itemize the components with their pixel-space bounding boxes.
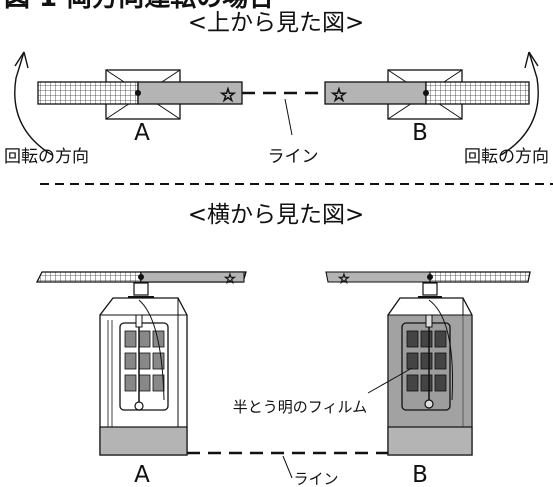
unit-b-top: ☆ bbox=[324, 69, 530, 120]
unit-a-side: ☆ bbox=[35, 271, 247, 456]
side-view-title: <横から見た図> bbox=[188, 202, 365, 228]
top-line-label: ライン bbox=[268, 147, 319, 167]
rotation-arrow-right bbox=[500, 51, 539, 156]
unit-a-top: ☆ bbox=[37, 69, 243, 120]
unit-b-grid-blade bbox=[425, 81, 530, 105]
film-label: 半とう明のフィルム bbox=[233, 398, 367, 416]
side-label-b: B bbox=[412, 462, 428, 487]
top-view-title: <上から見た図> bbox=[188, 10, 365, 36]
unit-b-side-star-icon: ☆ bbox=[338, 272, 350, 287]
side-line-leader bbox=[282, 455, 293, 479]
side-line-label: ライン bbox=[293, 470, 338, 487]
unit-a-grid-blade bbox=[37, 81, 139, 105]
unit-a-pivot bbox=[135, 90, 141, 96]
unit-b-pivot bbox=[423, 90, 429, 96]
top-label-b: B bbox=[412, 120, 428, 146]
top-label-a: A bbox=[134, 120, 150, 146]
side-label-a: A bbox=[134, 462, 150, 487]
rotation-label-right: 回転の方向 bbox=[464, 147, 549, 167]
unit-b-side: ☆ bbox=[325, 271, 531, 456]
heading-partial: 図 1 両方向運転の場合 bbox=[4, 0, 275, 13]
rotation-label-left: 回転の方向 bbox=[4, 147, 89, 167]
unit-a-side-star-icon: ☆ bbox=[224, 272, 236, 287]
unit-a-bottom-band bbox=[99, 426, 188, 456]
unit-a-star-icon: ☆ bbox=[220, 85, 236, 106]
film-leader bbox=[367, 367, 413, 394]
unit-b-side-blade bbox=[429, 271, 531, 283]
top-line-leader bbox=[284, 98, 293, 136]
unit-b-bottom-band bbox=[387, 426, 473, 456]
unit-b-star-icon: ☆ bbox=[331, 85, 347, 106]
rotation-arrow-left bbox=[14, 51, 53, 156]
rotation-arrowhead-right bbox=[524, 51, 539, 69]
rotation-arrowhead-left bbox=[14, 51, 29, 69]
